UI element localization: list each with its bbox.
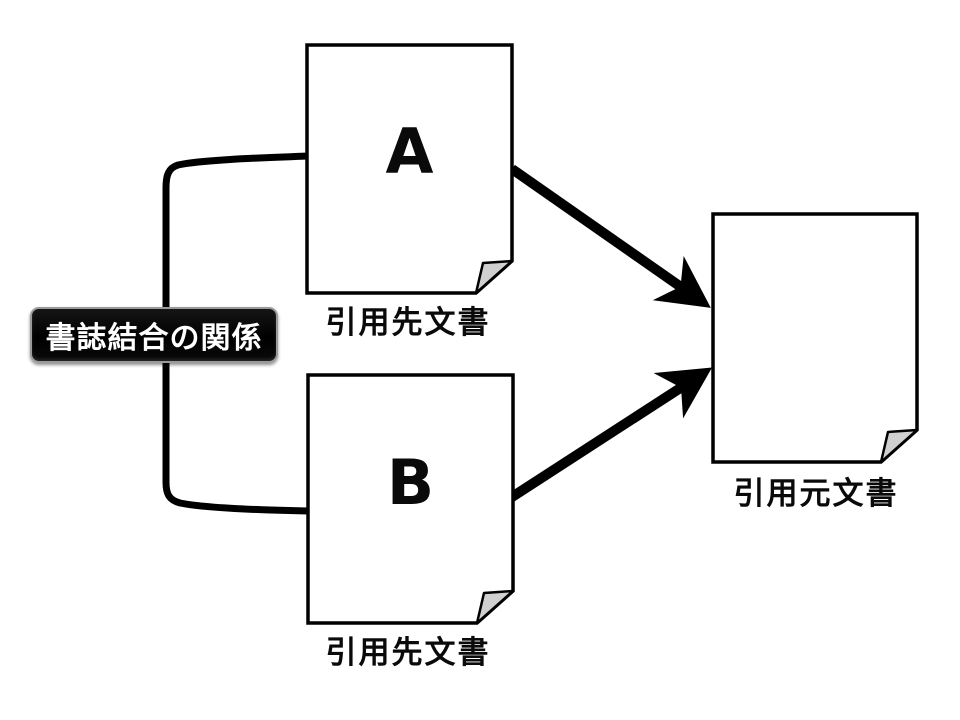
document-source-shape xyxy=(711,212,919,464)
document-a-shape xyxy=(305,43,514,295)
document-a-letter: A xyxy=(385,115,434,188)
coupling-relation-label-text: 書誌結合の関係 xyxy=(45,321,263,356)
citation-arrow-a xyxy=(509,164,711,308)
coupling-relation-label: 書誌結合の関係 xyxy=(30,307,278,363)
folded-corner-source xyxy=(879,428,919,464)
folded-corner-a xyxy=(474,259,514,295)
document-a-caption: 引用先文書 xyxy=(325,305,491,341)
document-b-letter: B xyxy=(386,446,435,519)
folded-corner-b xyxy=(475,589,515,625)
document-b-shape xyxy=(306,373,515,625)
document-source-caption: 引用元文書 xyxy=(733,476,899,512)
citation-arrow-b xyxy=(509,367,713,502)
document-b-caption: 引用先文書 xyxy=(325,635,491,671)
